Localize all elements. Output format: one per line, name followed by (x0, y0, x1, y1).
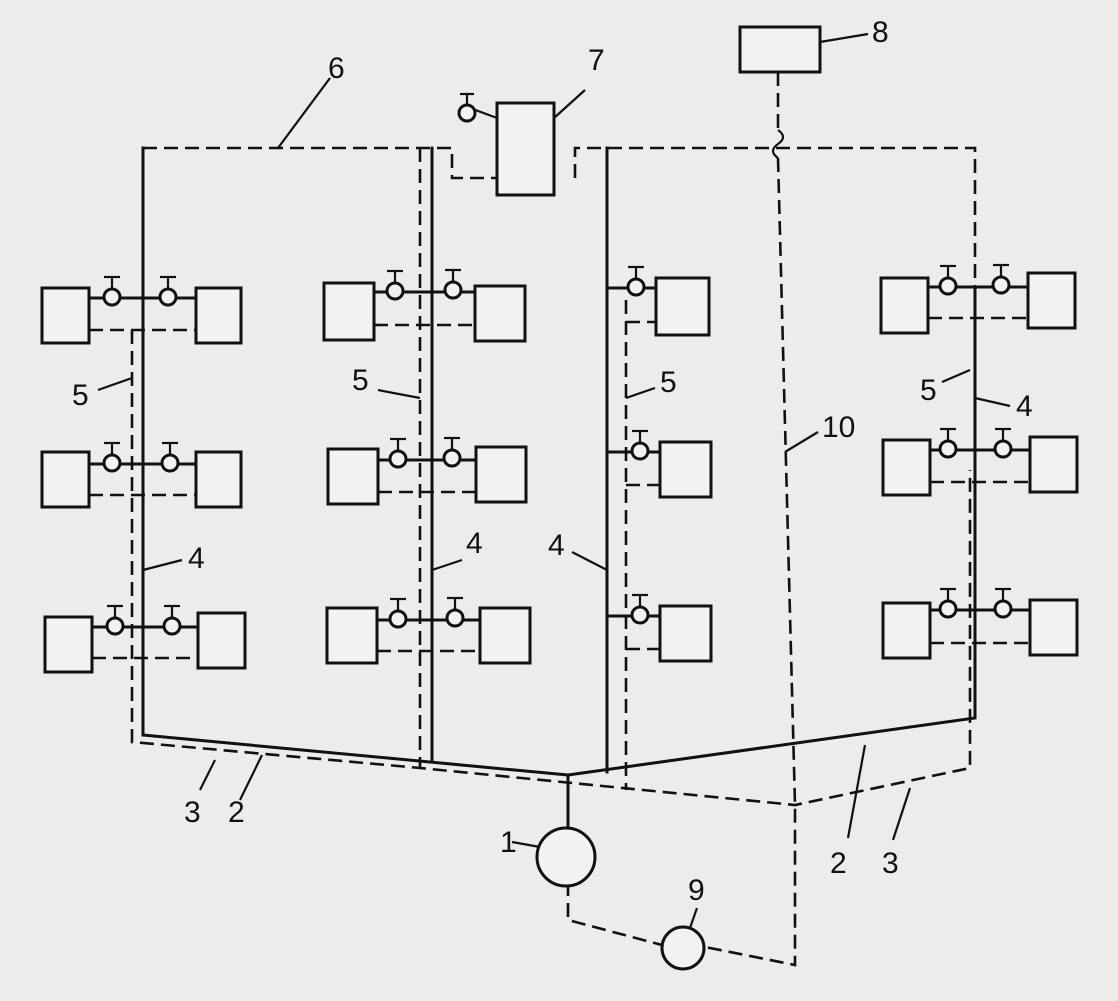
radiators (40, 271, 1079, 674)
label-5: 5 (72, 379, 89, 412)
valve (162, 604, 182, 636)
valve (388, 437, 408, 469)
label-4: 4 (548, 529, 565, 562)
valve (443, 268, 463, 300)
label-8: 8 (872, 16, 889, 49)
valve (991, 263, 1011, 295)
label-4: 4 (466, 527, 483, 560)
device-9 (660, 907, 706, 971)
valve (630, 429, 650, 461)
number-labels: 6 7 8 5 5 5 5 4 4 4 4 10 3 2 1 2 3 9 (72, 16, 1033, 907)
leader-lines (97, 77, 1011, 841)
valve (445, 596, 465, 628)
return-main (130, 72, 977, 967)
label-4: 4 (1016, 390, 1033, 423)
valve (938, 264, 958, 296)
label-2: 2 (830, 847, 847, 880)
valve (938, 587, 958, 619)
expansion-tank (457, 89, 586, 197)
label-2: 2 (228, 796, 245, 829)
supply-main (141, 146, 977, 832)
valve (993, 587, 1013, 619)
valve (938, 427, 958, 459)
valve (102, 441, 122, 473)
valve (385, 269, 405, 301)
valve (102, 275, 122, 307)
pump (511, 826, 597, 888)
tank-8 (738, 25, 869, 74)
label-10: 10 (822, 411, 855, 444)
label-6: 6 (328, 52, 345, 85)
label-4: 4 (188, 542, 205, 575)
radiator-valves (102, 263, 1013, 636)
label-5: 5 (920, 374, 937, 407)
valve (105, 604, 125, 636)
valve (630, 593, 650, 625)
valve (442, 436, 462, 468)
label-3: 3 (882, 847, 899, 880)
label-5: 5 (660, 366, 677, 399)
valve (993, 427, 1013, 459)
label-7: 7 (588, 44, 605, 77)
label-3: 3 (184, 796, 201, 829)
valve (158, 275, 178, 307)
label-5: 5 (352, 364, 369, 397)
label-1: 1 (500, 826, 517, 859)
valve (160, 441, 180, 473)
valve (388, 597, 408, 629)
label-9: 9 (688, 874, 705, 907)
valve (626, 265, 646, 297)
